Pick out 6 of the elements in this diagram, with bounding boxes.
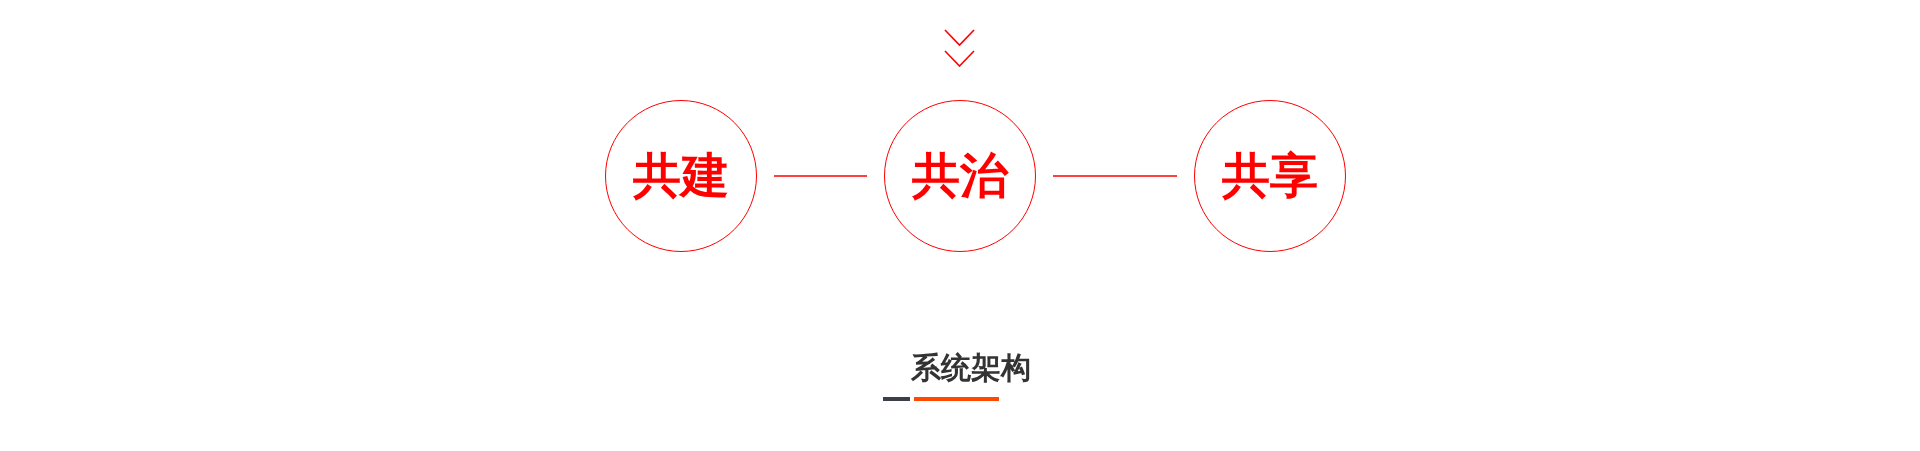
node-label: 共治 — [912, 152, 1008, 200]
connector-line — [1052, 175, 1178, 177]
node-label: 共享 — [1222, 152, 1318, 200]
connector-line — [773, 175, 868, 177]
node-label: 共建 — [633, 152, 729, 200]
section-heading: 系统架构 — [911, 353, 1031, 383]
